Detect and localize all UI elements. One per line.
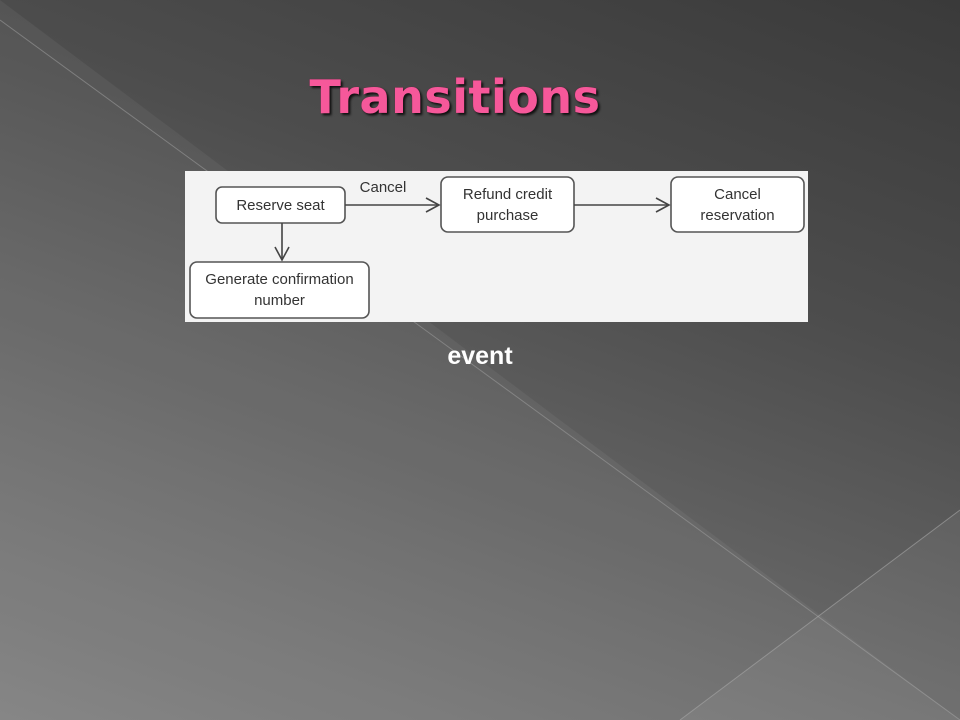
node-refund-label-line1: Refund credit bbox=[463, 186, 553, 203]
node-generate-confirmation-number: Generate confirmation number bbox=[189, 261, 370, 319]
node-reserve-seat-label: Reserve seat bbox=[236, 197, 325, 214]
node-reserve-seat: Reserve seat bbox=[215, 186, 346, 224]
node-generate-label-line2: number bbox=[254, 292, 305, 309]
node-cancel-label-line1: Cancel bbox=[714, 186, 761, 203]
edge-reserve-to-refund: Cancel bbox=[345, 179, 441, 213]
slide-title: Transitions bbox=[309, 70, 601, 124]
edge-cancel-label: Cancel bbox=[360, 179, 407, 196]
node-refund-credit-purchase: Refund credit purchase bbox=[440, 176, 575, 233]
node-cancel-reservation: Cancel reservation bbox=[670, 176, 805, 233]
background-corner-line bbox=[679, 509, 960, 720]
edge-refund-to-cancel bbox=[574, 197, 671, 213]
node-refund-label-line2: purchase bbox=[477, 207, 539, 224]
edge-reserve-to-generate bbox=[274, 223, 290, 262]
diagram-canvas: Reserve seat Refund credit purchase Canc… bbox=[189, 176, 805, 319]
background-diagonal-line bbox=[0, 19, 960, 720]
node-cancel-label-line2: reservation bbox=[700, 207, 774, 224]
event-caption: event bbox=[447, 342, 513, 370]
transition-diagram: Reserve seat Refund credit purchase Canc… bbox=[185, 171, 808, 322]
node-generate-label-line1: Generate confirmation bbox=[205, 271, 353, 288]
